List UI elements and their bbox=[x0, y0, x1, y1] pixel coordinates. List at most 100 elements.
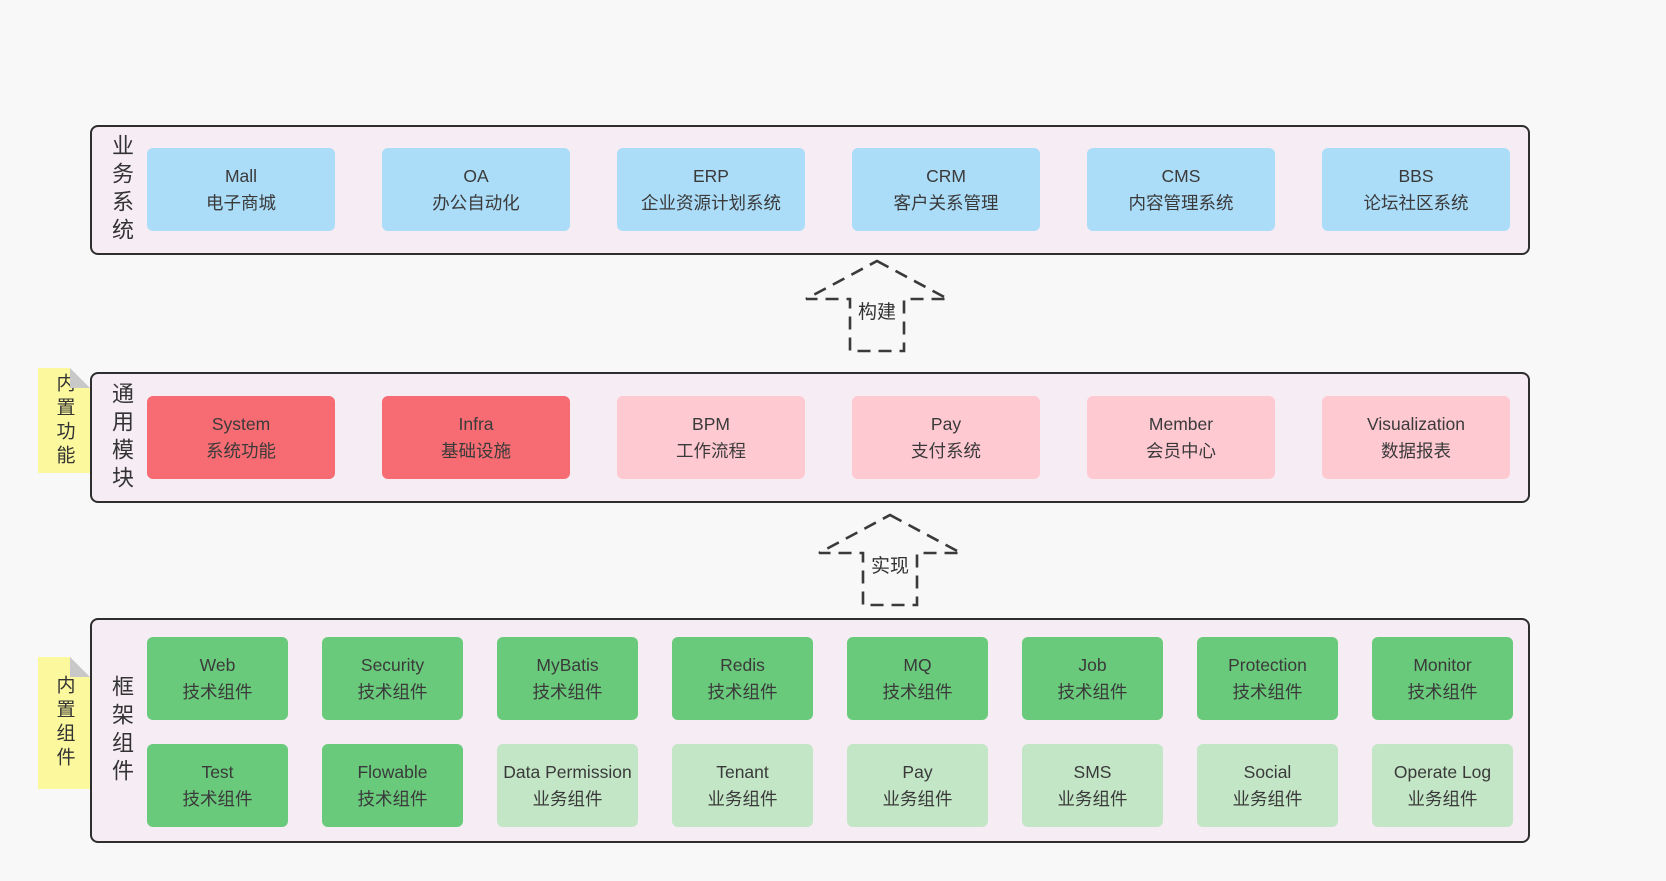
box-subtitle: 业务组件 bbox=[532, 788, 603, 809]
box-monitor: Monitor 技术组件 bbox=[1372, 637, 1513, 720]
box-subtitle: 数据报表 bbox=[1381, 440, 1451, 461]
sticky-note-label: 内置功能 bbox=[53, 372, 75, 469]
box-title: MQ bbox=[903, 655, 932, 676]
box-subtitle: 技术组件 bbox=[1407, 681, 1478, 702]
box-mq: MQ 技术组件 bbox=[847, 637, 988, 720]
up-block-arrow-icon bbox=[805, 259, 949, 353]
box-title: OA bbox=[463, 166, 489, 187]
band-business-systems: 业务系统 Mall 电子商城 OA 办公自动化 ERP 企业资源计划系统 CRM… bbox=[90, 125, 1530, 255]
box-subtitle: 技术组件 bbox=[1232, 681, 1303, 702]
box-title: Mall bbox=[224, 166, 258, 187]
box-subtitle: 技术组件 bbox=[882, 681, 953, 702]
sticky-note-built-in-features: 内置功能 bbox=[38, 368, 90, 473]
box-subtitle: 电子商城 bbox=[206, 192, 276, 213]
box-pay: Pay 支付系统 bbox=[852, 396, 1040, 479]
box-sms: SMS 业务组件 bbox=[1022, 744, 1163, 827]
box-title: MyBatis bbox=[536, 655, 599, 676]
box-protection: Protection 技术组件 bbox=[1197, 637, 1338, 720]
band2-box-row: System 系统功能 Infra 基础设施 BPM 工作流程 Pay 支付系统… bbox=[147, 396, 1510, 479]
box-title: Job bbox=[1078, 655, 1107, 676]
box-title: Flowable bbox=[357, 762, 428, 783]
box-title: Pay bbox=[930, 414, 962, 435]
implement-arrow: 实现 bbox=[810, 511, 970, 608]
box-title: ERP bbox=[693, 166, 729, 187]
box-subtitle: 客户关系管理 bbox=[893, 192, 999, 213]
box-subtitle: 业务组件 bbox=[1057, 788, 1128, 809]
box-redis: Redis 技术组件 bbox=[672, 637, 813, 720]
box-subtitle: 技术组件 bbox=[357, 788, 428, 809]
box-title: Web bbox=[199, 655, 236, 676]
box-oa: OA 办公自动化 bbox=[382, 148, 570, 231]
box-title: CMS bbox=[1161, 166, 1201, 187]
box-title: Test bbox=[201, 762, 234, 783]
box-subtitle: 会员中心 bbox=[1146, 440, 1216, 461]
box-title: SMS bbox=[1073, 762, 1112, 783]
band-framework-components: 框架组件 Web 技术组件 Security 技术组件 MyBatis 技术组件… bbox=[90, 618, 1530, 843]
box-title: Operate Log bbox=[1393, 762, 1492, 783]
sticky-note-built-in-components: 内置组件 bbox=[38, 657, 90, 789]
band3-box-row-2: Test 技术组件 Flowable 技术组件 Data Permission … bbox=[147, 744, 1513, 827]
box-security: Security 技术组件 bbox=[322, 637, 463, 720]
box-erp: ERP 企业资源计划系统 bbox=[617, 148, 805, 231]
build-arrow: 构建 bbox=[797, 257, 957, 354]
box-title: Tenant bbox=[716, 762, 769, 783]
box-data-permission: Data Permission 业务组件 bbox=[497, 744, 638, 827]
box-cms: CMS 内容管理系统 bbox=[1087, 148, 1275, 231]
box-title: Pay bbox=[902, 762, 933, 783]
sticky-note-label: 内置组件 bbox=[53, 675, 75, 771]
band-label-business-systems: 业务系统 bbox=[109, 134, 134, 246]
box-test: Test 技术组件 bbox=[147, 744, 288, 827]
box-subtitle: 工作流程 bbox=[676, 440, 746, 461]
box-subtitle: 论坛社区系统 bbox=[1363, 192, 1469, 213]
box-title: Member bbox=[1148, 414, 1214, 435]
box-subtitle: 技术组件 bbox=[707, 681, 778, 702]
box-subtitle: 技术组件 bbox=[357, 681, 428, 702]
box-title: Monitor bbox=[1413, 655, 1472, 676]
box-flowable: Flowable 技术组件 bbox=[322, 744, 463, 827]
box-mybatis: MyBatis 技术组件 bbox=[497, 637, 638, 720]
box-operate-log: Operate Log 业务组件 bbox=[1372, 744, 1513, 827]
box-subtitle: 内容管理系统 bbox=[1128, 192, 1234, 213]
implement-arrow-label: 实现 bbox=[870, 556, 909, 577]
box-title: Data Permission bbox=[503, 762, 632, 783]
box-subtitle: 办公自动化 bbox=[432, 192, 520, 213]
box-title: Infra bbox=[458, 414, 494, 435]
band-common-modules: 通用模块 System 系统功能 Infra 基础设施 BPM 工作流程 Pay… bbox=[90, 372, 1530, 503]
box-subtitle: 系统功能 bbox=[206, 440, 276, 461]
box-tenant: Tenant 业务组件 bbox=[672, 744, 813, 827]
box-title: Redis bbox=[720, 655, 765, 676]
build-arrow-label: 构建 bbox=[857, 302, 896, 323]
box-subtitle: 技术组件 bbox=[532, 681, 603, 702]
box-subtitle: 业务组件 bbox=[707, 788, 778, 809]
box-system: System 系统功能 bbox=[147, 396, 335, 479]
box-member: Member 会员中心 bbox=[1087, 396, 1275, 479]
box-title: CRM bbox=[926, 166, 966, 187]
box-web: Web 技术组件 bbox=[147, 637, 288, 720]
box-title: System bbox=[211, 414, 271, 435]
box-title: BBS bbox=[1398, 166, 1434, 187]
box-subtitle: 技术组件 bbox=[1057, 681, 1128, 702]
box-pay-component: Pay 业务组件 bbox=[847, 744, 988, 827]
box-title: Security bbox=[360, 655, 425, 676]
box-title: BPM bbox=[692, 414, 730, 435]
band-label-framework-components: 框架组件 bbox=[109, 674, 134, 787]
band3-box-row-1: Web 技术组件 Security 技术组件 MyBatis 技术组件 Redi… bbox=[147, 637, 1513, 720]
box-subtitle: 技术组件 bbox=[182, 681, 253, 702]
box-title: Visualization bbox=[1367, 414, 1465, 435]
box-title: Social bbox=[1243, 762, 1292, 783]
box-job: Job 技术组件 bbox=[1022, 637, 1163, 720]
up-block-arrow-icon bbox=[818, 513, 962, 607]
box-subtitle: 业务组件 bbox=[1407, 788, 1478, 809]
box-social: Social 业务组件 bbox=[1197, 744, 1338, 827]
box-title: Protection bbox=[1228, 655, 1307, 676]
box-subtitle: 业务组件 bbox=[1232, 788, 1303, 809]
box-mall: Mall 电子商城 bbox=[147, 148, 335, 231]
box-visualization: Visualization 数据报表 bbox=[1322, 396, 1510, 479]
box-bbs: BBS 论坛社区系统 bbox=[1322, 148, 1510, 231]
box-infra: Infra 基础设施 bbox=[382, 396, 570, 479]
box-subtitle: 技术组件 bbox=[182, 788, 253, 809]
box-crm: CRM 客户关系管理 bbox=[852, 148, 1040, 231]
box-subtitle: 企业资源计划系统 bbox=[641, 192, 781, 213]
box-subtitle: 支付系统 bbox=[911, 440, 981, 461]
